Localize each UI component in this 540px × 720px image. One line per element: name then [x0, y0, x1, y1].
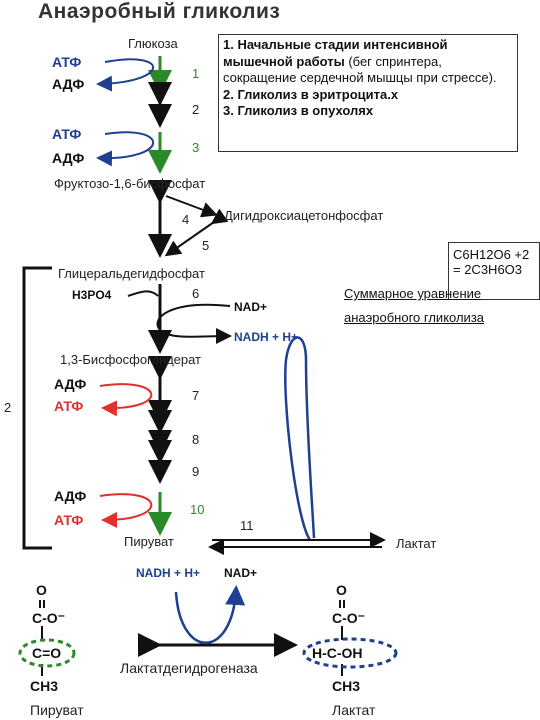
- step-3-number: 3: [192, 140, 200, 155]
- step-7-number: 7: [192, 388, 200, 403]
- nad-label-bottom: NAD+: [224, 566, 258, 580]
- nadh-label: NADH + H+: [234, 330, 299, 344]
- step-4-number: 4: [182, 212, 190, 227]
- note-line-1-rest: (бег спринтера, сокращение сердечной мыш…: [223, 53, 497, 86]
- step-11-arrow: [208, 532, 386, 555]
- nad-label: NAD+: [234, 300, 268, 314]
- page-title: Анаэробный гликолиз: [38, 0, 281, 23]
- note-line-3: 3. Гликолиз в опухолях: [223, 103, 374, 118]
- pyruvate-struct-label: Пируват: [30, 702, 84, 718]
- step-9-number: 9: [192, 464, 200, 479]
- step-5-number: 5: [202, 238, 210, 253]
- lactate-struct-hcoh: H-C-OH: [312, 645, 363, 661]
- lactate-struct-o: O: [336, 582, 347, 598]
- step-10-arrow: [99, 492, 172, 536]
- enzyme-label: Лактатдегидрогеназа: [120, 660, 258, 676]
- note-line-2: 2. Гликолиз в эритроцита.х: [223, 86, 399, 102]
- step-7-arrow: [99, 356, 172, 424]
- lactate-label: Лактат: [396, 536, 437, 551]
- pyruvate-struct-o: O: [36, 582, 47, 598]
- pyruvate-struct-ch3: CH3: [30, 678, 59, 694]
- nadh-loop: [284, 336, 316, 541]
- step-1-number: 1: [192, 66, 200, 81]
- ldh-reaction: [18, 585, 398, 676]
- step-10-number: 10: [190, 502, 205, 517]
- step-6-arrow: [127, 284, 232, 354]
- bracket-label: 2: [4, 400, 12, 415]
- pyruvate-struct-co: C=O: [32, 645, 62, 661]
- glucose-label: Глюкоза: [128, 36, 178, 51]
- summary-line-1: Суммарное уравнение: [344, 286, 482, 301]
- nadh-label-bottom: NADH + H+: [136, 566, 201, 580]
- h3po4-label: H3PO4: [72, 288, 112, 302]
- step-2-number: 2: [192, 102, 200, 117]
- adp-label-3: АДФ: [54, 376, 87, 392]
- atp-label-2: АТФ: [52, 126, 82, 142]
- note-box: 1. Начальные стадии интенсивной мышечной…: [218, 34, 518, 152]
- lactate-struct-coo: C-O⁻: [332, 610, 366, 626]
- step-1-arrow: [96, 56, 172, 94]
- equation-line-2: = 2C3H6O3: [453, 262, 523, 277]
- atp-label-4: АТФ: [54, 512, 84, 528]
- step-6-number: 6: [192, 286, 200, 301]
- step-4-5-arrows: [148, 180, 229, 258]
- equation-line-1: C6H12O6 +2: [453, 247, 530, 262]
- f16bp-label: Фруктозо-1,6-бисфосфат: [54, 176, 206, 191]
- pyruvate-struct-coo: C-O⁻: [32, 610, 66, 626]
- lactate-struct-label: Лактат: [332, 702, 376, 718]
- pyruvate-label: Пируват: [124, 534, 174, 549]
- bpg-label: 1,3-Бисфосфоглицерат: [60, 352, 202, 367]
- atp-label-1: АТФ: [52, 54, 82, 70]
- equation-box: C6H12O6 +2 = 2C3H6O3: [448, 242, 540, 300]
- adp-label-4: АДФ: [54, 488, 87, 504]
- atp-label-3: АТФ: [54, 398, 84, 414]
- step-8-number: 8: [192, 432, 200, 447]
- adp-label-2: АДФ: [52, 150, 85, 166]
- step-11-number: 11: [240, 518, 254, 533]
- dhap-label: Дигидроксиацетонфосфат: [224, 208, 384, 223]
- note-line-1: 1. Начальные стадии интенсивной мышечной…: [223, 37, 448, 69]
- adp-label-1: АДФ: [52, 76, 85, 92]
- summary-line-2: анаэробного гликолиза: [344, 310, 485, 325]
- step-3-arrow: [96, 131, 172, 174]
- lactate-struct-ch3: CH3: [332, 678, 361, 694]
- g3p-label: Глицеральдегидфосфат: [58, 266, 205, 281]
- left-bracket: [22, 266, 52, 550]
